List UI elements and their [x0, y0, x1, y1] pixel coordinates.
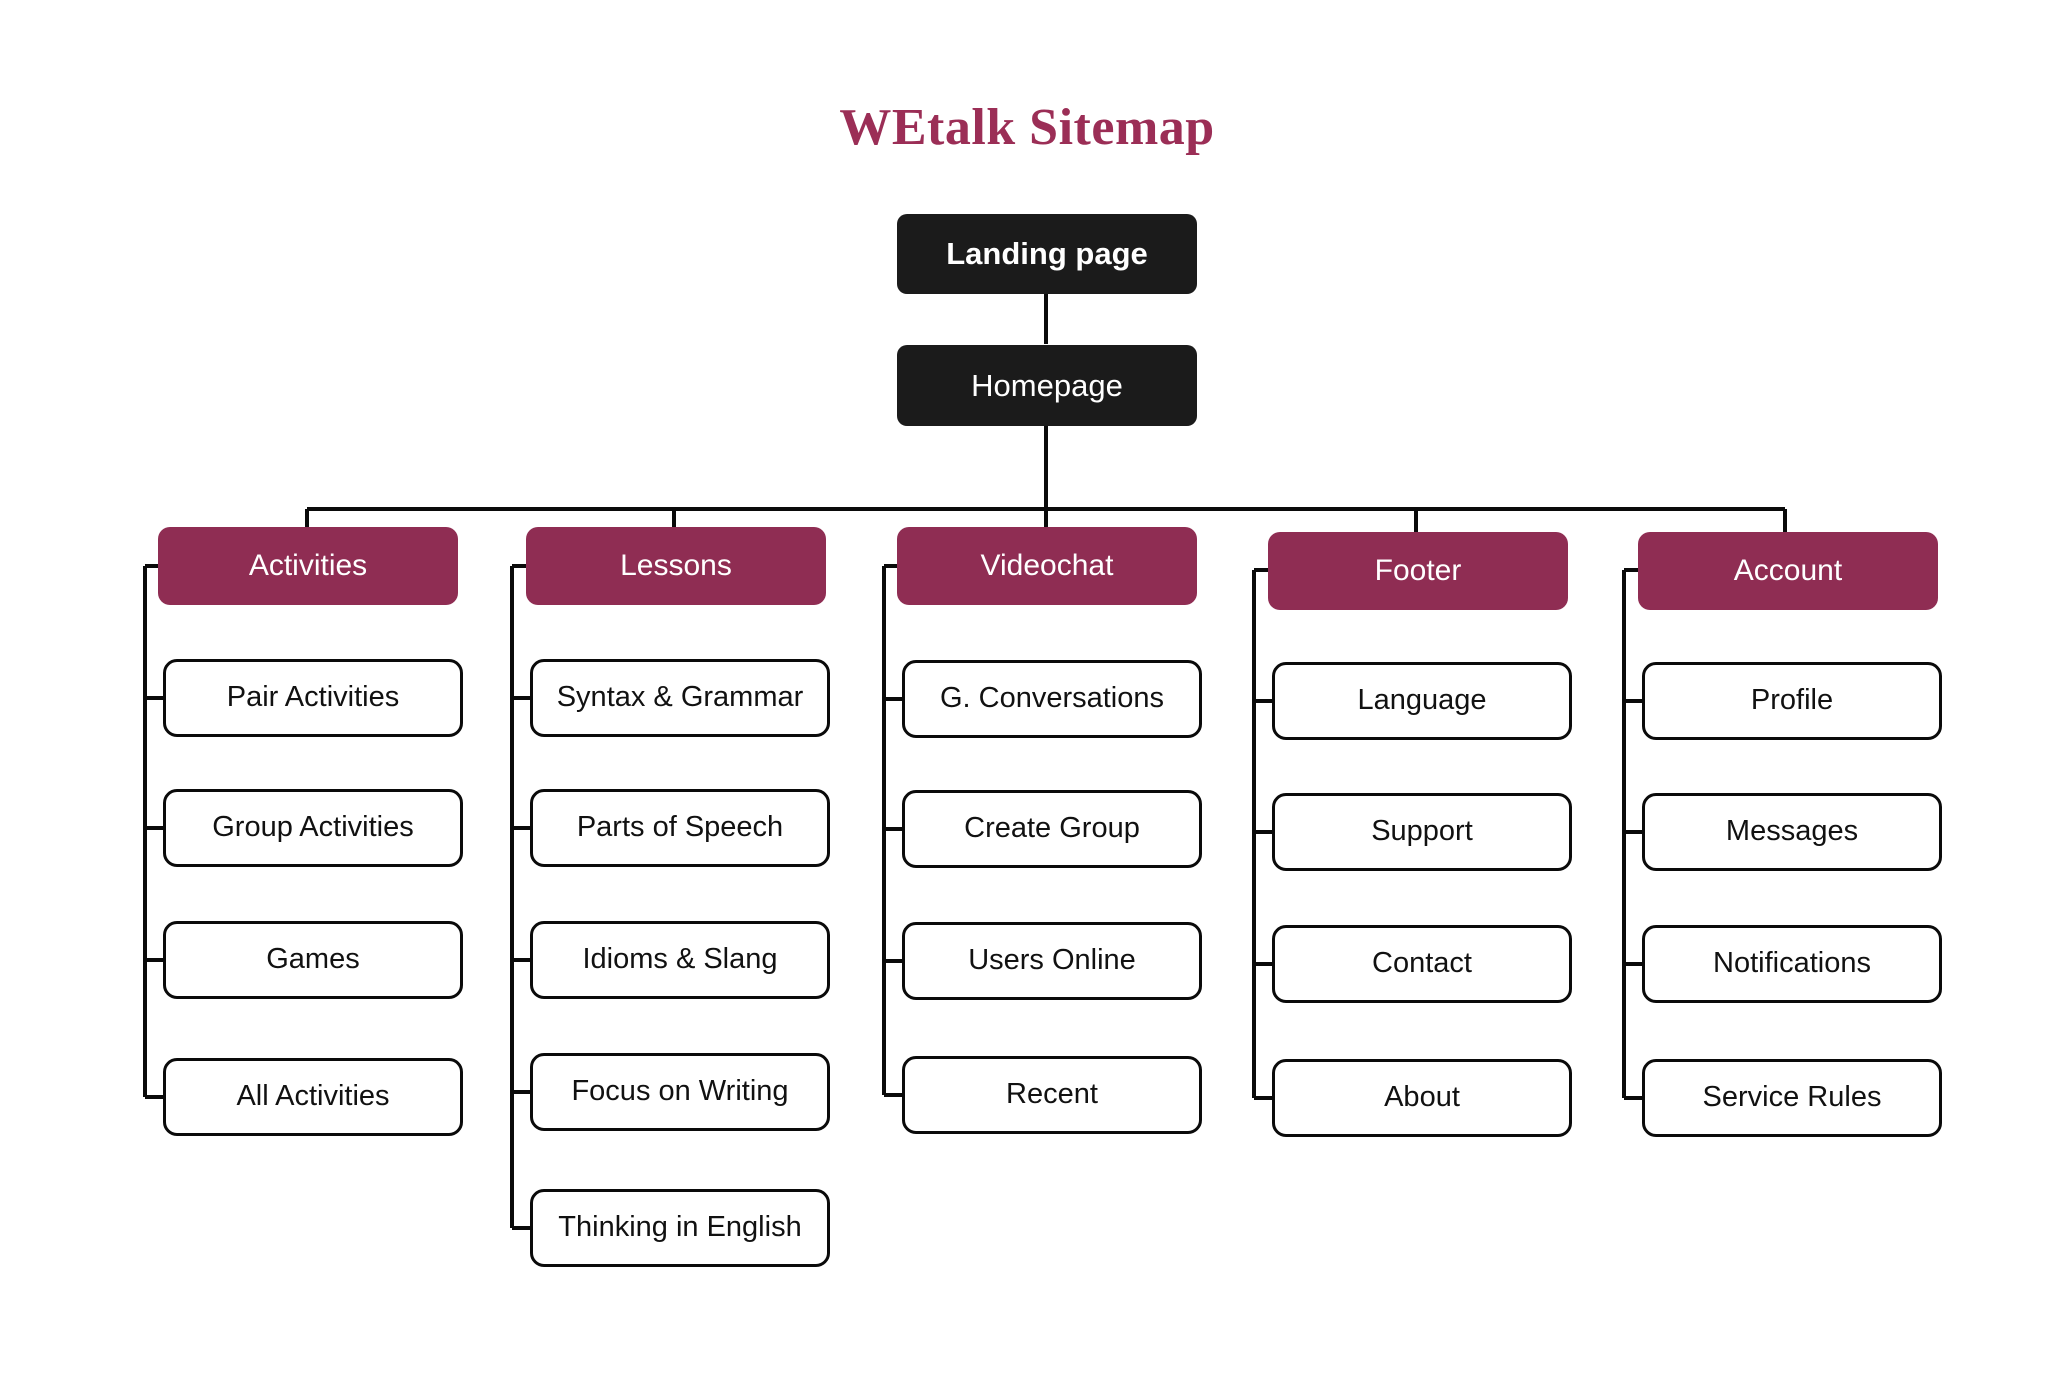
node-leaf-messages[interactable]: Messages — [1642, 793, 1942, 871]
node-leaf-create-group[interactable]: Create Group — [902, 790, 1202, 868]
node-leaf-pair-activities[interactable]: Pair Activities — [163, 659, 463, 737]
node-leaf-all-activities[interactable]: All Activities — [163, 1058, 463, 1136]
node-leaf-notifications[interactable]: Notifications — [1642, 925, 1942, 1003]
node-category-videochat[interactable]: Videochat — [897, 527, 1197, 605]
node-category-footer[interactable]: Footer — [1268, 532, 1568, 610]
node-landing-page[interactable]: Landing page — [897, 214, 1197, 294]
node-leaf-syntax-grammar[interactable]: Syntax & Grammar — [530, 659, 830, 737]
node-leaf-focus-on-writing[interactable]: Focus on Writing — [530, 1053, 830, 1131]
node-leaf-thinking-in-english[interactable]: Thinking in English — [530, 1189, 830, 1267]
node-leaf-idioms-slang[interactable]: Idioms & Slang — [530, 921, 830, 999]
node-category-account[interactable]: Account — [1638, 532, 1938, 610]
node-leaf-about[interactable]: About — [1272, 1059, 1572, 1137]
node-leaf-recent[interactable]: Recent — [902, 1056, 1202, 1134]
node-leaf-users-online[interactable]: Users Online — [902, 922, 1202, 1000]
node-leaf-g-conversations[interactable]: G. Conversations — [902, 660, 1202, 738]
node-category-lessons[interactable]: Lessons — [526, 527, 826, 605]
node-leaf-contact[interactable]: Contact — [1272, 925, 1572, 1003]
node-leaf-profile[interactable]: Profile — [1642, 662, 1942, 740]
node-leaf-games[interactable]: Games — [163, 921, 463, 999]
node-homepage[interactable]: Homepage — [897, 345, 1197, 426]
node-leaf-support[interactable]: Support — [1272, 793, 1572, 871]
node-category-activities[interactable]: Activities — [158, 527, 458, 605]
node-leaf-group-activities[interactable]: Group Activities — [163, 789, 463, 867]
node-leaf-parts-of-speech[interactable]: Parts of Speech — [530, 789, 830, 867]
node-leaf-language[interactable]: Language — [1272, 662, 1572, 740]
page-title: WEtalk Sitemap — [839, 99, 1215, 156]
node-leaf-service-rules[interactable]: Service Rules — [1642, 1059, 1942, 1137]
